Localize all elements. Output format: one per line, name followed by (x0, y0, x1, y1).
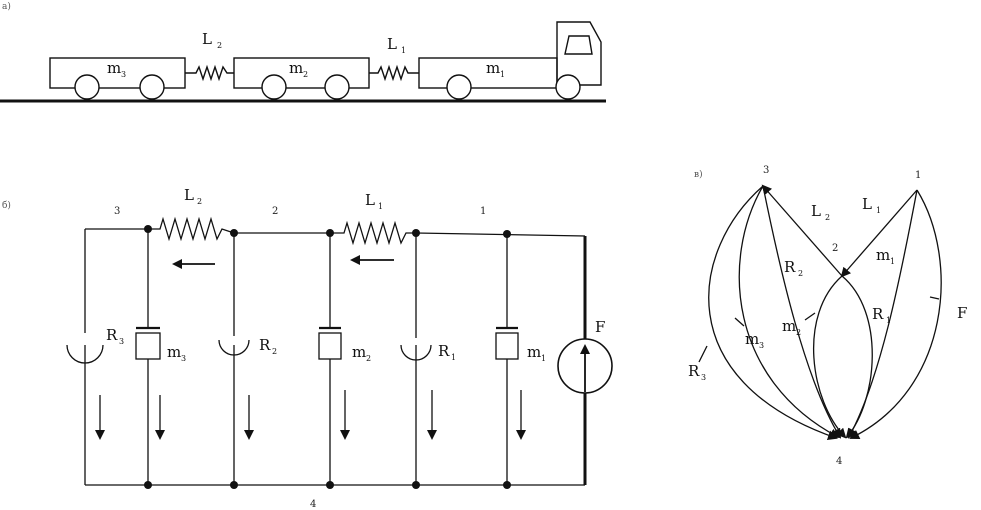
trailer-m2-wheel-front (324, 74, 350, 100)
damper-r1-sub: 1 (451, 353, 456, 362)
panel-c-label: в) (694, 169, 703, 180)
mass-m3-symbol: m (107, 59, 121, 77)
truck-window (564, 35, 593, 55)
edge-m3-symbol: m (745, 330, 759, 348)
mass-m3-b-symbol: m (167, 343, 181, 361)
trailer-m3-wheel-rear (74, 74, 100, 100)
graph-node-1: 1 (915, 170, 921, 181)
panel-a-label: a) (2, 1, 11, 12)
spring-l1-b (330, 220, 416, 246)
edge-r3-sub: 3 (701, 373, 706, 382)
damper-r3-symbol: R (106, 326, 118, 344)
spring-l1-sub: 1 (401, 46, 406, 55)
mass-m2-b-symbol: m (352, 343, 366, 361)
mass-m1-b-symbol: m (527, 343, 541, 361)
truck-cab (556, 21, 602, 88)
graph-node-2: 2 (832, 243, 838, 254)
edge-l1-sub: 1 (876, 206, 881, 215)
damper-r3-sub: 3 (119, 337, 124, 346)
spring-l1-b-sub: 1 (378, 202, 383, 211)
edge-l1-symbol: L (862, 195, 872, 213)
edge-l2-sub: 2 (825, 213, 830, 222)
edge-r1-symbol: R (872, 305, 884, 323)
panel-a: a) L 2 L 1 m 3 m 2 m 1 (0, 1, 606, 103)
damper-r2-sub: 2 (272, 347, 277, 356)
leader-f (929, 296, 940, 300)
node-3-label: 3 (114, 206, 120, 217)
panel-c: в) 3 1 2 4 L 2 L 1 R 2 m 1 (688, 165, 967, 467)
spring-l2-b-symbol: L (184, 186, 194, 204)
leader-r3 (698, 345, 708, 363)
edge-r2-sub: 2 (798, 269, 803, 278)
force-source-label: F (595, 318, 605, 336)
wire-top-right (415, 232, 586, 237)
edge-m3-sub: 3 (759, 341, 764, 350)
edge-m1-symbol: m (876, 246, 890, 264)
truck-wheel-rear (446, 74, 472, 100)
mass-m1-b-sub: 1 (541, 354, 546, 363)
leader-m3 (734, 317, 745, 327)
edge-m2-sub: 2 (796, 328, 801, 337)
spring-l2-a (185, 64, 234, 82)
mass-m2-box (318, 332, 342, 360)
edge-r2-symbol: R (784, 258, 796, 276)
mass-m3-b-sub: 3 (181, 354, 186, 363)
spring-l1-symbol: L (387, 35, 397, 53)
edge-m1 (848, 189, 918, 439)
edge-f (849, 189, 942, 439)
mass-m2-b-sub: 2 (366, 354, 371, 363)
damper-r1-symbol: R (438, 342, 450, 360)
mass-m1-symbol: m (486, 59, 500, 77)
trailer-m2-wheel-rear (261, 74, 287, 100)
graph-node-3: 3 (763, 165, 769, 176)
edge-r1 (841, 275, 873, 439)
edge-l2 (761, 184, 843, 277)
panel-b: б) (2, 186, 613, 510)
mass-m3-sub: 3 (121, 70, 126, 79)
trailer-m3-wheel-front (139, 74, 165, 100)
edge-m3 (738, 185, 840, 438)
damper-r2-symbol: R (259, 336, 271, 354)
edge-r1-sub: 1 (886, 316, 891, 325)
panel-b-label: б) (2, 200, 11, 211)
spring-l1-b-symbol: L (365, 191, 375, 209)
mass-m3-box (135, 332, 161, 360)
mass-m1-sub: 1 (500, 70, 505, 79)
leader-m2 (804, 312, 816, 321)
mass-m2-sub: 2 (303, 70, 308, 79)
node-4-label: 4 (310, 499, 316, 510)
node-1-label: 1 (480, 206, 486, 217)
edge-m2-symbol: m (782, 317, 796, 335)
edge-l2-symbol: L (811, 202, 821, 220)
edge-f-symbol: F (957, 304, 967, 322)
spring-l2-b-sub: 2 (197, 197, 202, 206)
spring-l2-symbol: L (202, 30, 212, 48)
mass-m2-symbol: m (289, 59, 303, 77)
edge-l1 (840, 189, 918, 278)
spring-l1-a (369, 64, 419, 82)
junction-dots (144, 225, 511, 489)
edge-r3-symbol: R (688, 362, 700, 380)
edge-m2 (813, 275, 847, 439)
spring-l2-sub: 2 (217, 41, 222, 50)
mass-m1-box (495, 332, 519, 360)
node-2-label: 2 (272, 206, 278, 217)
spring-l2-b (148, 216, 235, 242)
edge-r2 (762, 185, 842, 439)
edge-m1-sub: 1 (890, 257, 895, 266)
graph-node-4: 4 (836, 456, 842, 467)
edge-r3 (708, 185, 838, 441)
truck-wheel-front (555, 74, 581, 100)
